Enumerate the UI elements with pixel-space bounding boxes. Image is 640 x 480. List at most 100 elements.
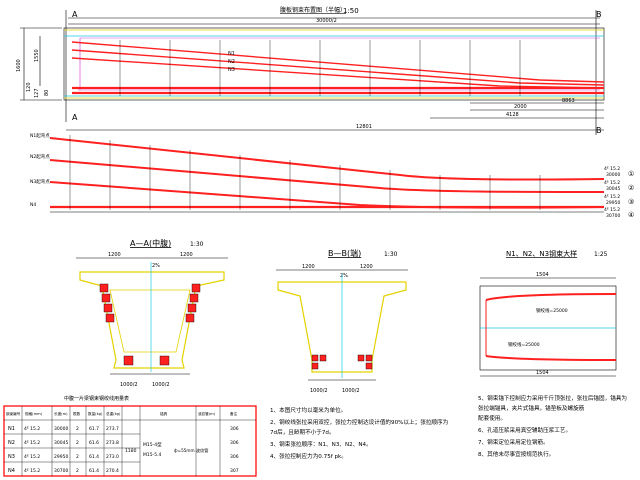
section-bb-outline: [277, 281, 407, 373]
table-row-n4-len: 30700: [54, 468, 68, 474]
note-left-5: 4、张拉控制应力为0.75f pk。: [270, 452, 347, 460]
profile-right-len-3: 29950: [606, 200, 620, 206]
table-row-n4-qty: 61.4: [89, 468, 99, 474]
profile-right-id-2: ②: [628, 184, 634, 192]
note-left-3: 7d后，且龄期不小于7d。: [270, 428, 335, 436]
section-bb-ducts: [311, 354, 373, 370]
profile-left-label-2: N2起弯点: [30, 153, 50, 160]
section-bb-bottom-dim-left: 1000/2: [310, 388, 328, 394]
table-row-n1-count: 2: [76, 426, 79, 432]
table-row-n2-remark: 306: [230, 440, 239, 446]
section-bb-title: B—B(端): [328, 248, 361, 258]
note-right-3: 配套使用。: [478, 414, 506, 422]
table-duct-note: ф=55mm 波纹管: [174, 447, 208, 454]
note-right-2: 张拉端锚具，夹片式锚具，锚垫板及螺旋筋: [478, 404, 585, 412]
profile-right-spec-2: 4ᴱ 15.2: [604, 180, 620, 186]
table-row-n3-len: 29950: [54, 454, 68, 460]
note-left-2: 2、钢绞线张拉采用双控，张拉力控制达设计值的90%以上；张拉顺序为: [270, 418, 449, 426]
profile-right-len-2: 30045: [606, 186, 620, 192]
elev-dim-1550: 1550: [34, 49, 40, 62]
table-header-duct: 波纹管(m): [198, 411, 216, 416]
profile-right-spec-4: 4ᴱ 15.2: [604, 207, 620, 213]
table-header-count: 根数: [73, 411, 81, 416]
profile-n2: [49, 159, 605, 193]
table-row-n2-qty: 61.6: [89, 440, 99, 446]
section-aa-top-dim-left: 1200: [108, 252, 121, 258]
table-row-n3-count: 2: [76, 454, 79, 460]
section-aa: A—A(中腹) 1:30 1200 1200 2% 1000/2 1000/2 …: [64, 238, 228, 402]
table-row-n2-total: 273.8: [106, 440, 119, 446]
elev-dim-12801: 12801: [356, 124, 372, 130]
elev-dim-1600: 1600: [16, 59, 22, 72]
elev-dim-2000: 2000: [514, 104, 527, 110]
section-aa-slope: 2%: [152, 263, 160, 269]
tendon-label-n3: N3: [228, 67, 235, 73]
note-right-5: 7、钢束定位采用定位钢筋。: [478, 438, 549, 446]
profile-right-id-1: ①: [628, 170, 634, 178]
detail-n-label-upper: 钢绞线=25000: [536, 307, 568, 314]
table-row-n3-spec: 4ᴱ 15.2: [24, 454, 40, 460]
detail-n-tendons: N1、N2、N3钢束大样 1:25 1504 钢绞线=25000 钢绞线=250…: [479, 249, 617, 377]
table-anchor-note-2: M15-5.4: [143, 452, 162, 458]
section-aa-table-note: 中腹一片梁钢束钢绞线用量表: [64, 395, 129, 402]
table-anchor-note-1: M15-4型: [143, 441, 162, 448]
table-header-total: 总重(kg): [106, 411, 121, 416]
detail-n-top-dim: 1504: [536, 272, 549, 278]
note-left-4: 3、钢束张拉顺序：N1、N3、N2、N4。: [270, 440, 372, 448]
profile-right-len-1: 30000: [606, 172, 620, 178]
note-right-1: 5、钢束锚下控制应力采用千斤顶张拉，张拉后锚固，锚具为: [478, 394, 627, 402]
table-header-len: 长度(m): [54, 411, 68, 416]
quantity-table: 钢束编号 规格(mm) 长度(m) 根数 数量(kg) 总重(kg) 锚具 波纹…: [3, 405, 257, 477]
table-row-n4-spec: 4ᴱ 15.2: [24, 468, 40, 474]
tendon-label-n2: N2: [228, 59, 235, 65]
note-right-4: 6、孔道压浆采用真空辅助压浆工艺。: [478, 426, 571, 434]
elev-dim-4128: 4128: [506, 112, 519, 118]
table-row-n1-len: 30000: [54, 426, 68, 432]
section-bb: B—B(端) 1:30 1200 1200 2% 1000/2 1000/2: [276, 248, 408, 394]
section-b-marker-top: B: [596, 10, 602, 19]
table-row-n1-id: N1: [8, 426, 15, 432]
table-row-n1-total: 273.7: [106, 426, 119, 432]
profile-right-spec-3: 4ᴱ 15.2: [604, 194, 620, 200]
section-aa-bottom-dim-right: 1000/2: [152, 382, 170, 388]
profile-n3: [49, 181, 605, 209]
elevation-scale: 1:50: [343, 7, 359, 15]
section-bb-top-dim-right: 1200: [360, 264, 373, 270]
table-row-n4-total: 270.4: [106, 468, 119, 474]
table-row-n1-qty: 61.7: [89, 426, 99, 432]
table-row-n3-id: N3: [8, 454, 15, 460]
table-row-n4-count: 2: [76, 468, 79, 474]
elev-dim-120: 120: [26, 82, 32, 92]
table-row-n3-remark: 306: [230, 454, 239, 460]
table-header-id: 钢束编号: [6, 411, 21, 416]
profile-n1: [49, 137, 605, 181]
elev-dim-8863: 8863: [562, 98, 575, 104]
profile-right-id-4: ④: [628, 211, 634, 219]
table-row-n1-remark: 306: [230, 426, 239, 432]
table-header-qty: 数量(kg): [88, 411, 103, 416]
profile-left-label-1: N1起弯点: [30, 132, 50, 139]
elevation-half-length: 30000/2: [316, 18, 337, 24]
table-header-remark: 备注: [230, 411, 238, 416]
detail-n-scale: 1:25: [594, 251, 608, 258]
table-header-spec: 规格(mm): [25, 411, 43, 416]
detail-n-bottom-dim: 1504: [536, 370, 549, 376]
table-row-n4-id: N4: [8, 468, 15, 474]
elevation-title: 腹板钢束布置图（半幅）: [280, 6, 346, 14]
section-bb-scale: 1:30: [384, 251, 398, 258]
table-merged-total: 1180: [125, 448, 137, 454]
section-aa-ducts: [99, 283, 201, 366]
section-bb-bottom-dim-right: 1000/2: [342, 388, 360, 394]
profile-left-label-3: N3起弯点: [30, 178, 50, 185]
section-a-marker-bottom: A: [72, 113, 78, 122]
profile-right-len-4: 30700: [606, 213, 620, 219]
note-right-6: 8、其他未尽事宜按规范执行。: [478, 450, 554, 458]
table-row-n3-total: 273.0: [106, 454, 119, 460]
profile-left-label-4: N4: [30, 202, 36, 208]
table-row-n2-len: 30045: [54, 440, 68, 446]
section-aa-outline: [79, 271, 225, 369]
section-aa-title: A—A(中腹): [130, 238, 171, 248]
table-row-n3-qty: 61.4: [89, 454, 99, 460]
section-bb-top-dim-left: 1200: [302, 264, 315, 270]
